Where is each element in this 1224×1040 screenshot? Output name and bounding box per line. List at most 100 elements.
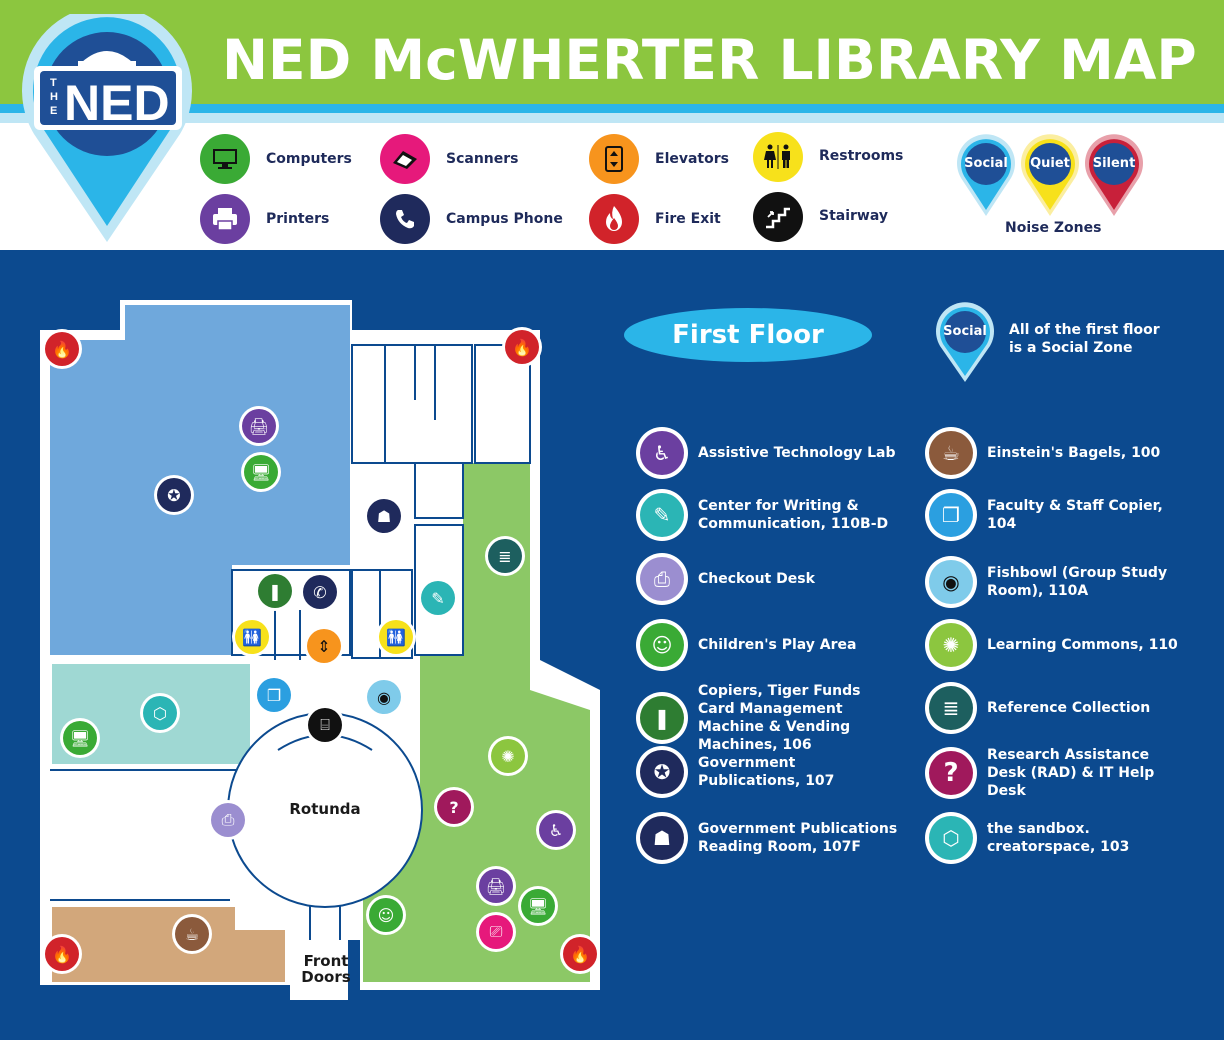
- printer-icon: 🖨: [479, 869, 513, 903]
- map-elevator: ⇕: [304, 626, 344, 666]
- fire-icon: 🔥: [45, 937, 79, 971]
- stairway-icon: [753, 192, 803, 242]
- header-light-stripe: [0, 113, 1224, 123]
- noise-pin-silent: [1085, 134, 1143, 216]
- reader-icon: ☗: [640, 816, 684, 860]
- map-vending: ❚: [255, 571, 295, 611]
- books-icon: ≣: [488, 539, 522, 573]
- noise-zones-title: Noise Zones: [1005, 220, 1102, 236]
- computer-icon: [200, 134, 250, 184]
- legend-fire-exit: Fire Exit: [589, 194, 721, 244]
- noise-zone-silent-label: Silent: [1092, 156, 1136, 171]
- svg-text:H: H: [50, 91, 58, 103]
- fire-icon: 🔥: [505, 330, 539, 364]
- key-learning-commons: ✺Learning Commons, 110: [925, 619, 1187, 671]
- legend-label: Computers: [266, 151, 352, 167]
- bottle-icon: ❚: [640, 696, 684, 740]
- question-icon: ?: [929, 751, 973, 795]
- key-einsteins-bagels: ☕Einstein's Bagels, 100: [925, 427, 1187, 479]
- svg-text:T: T: [50, 77, 57, 89]
- map-learning-commons: ✺: [488, 736, 528, 776]
- cube-icon: ⬡: [929, 816, 973, 860]
- map-fire-exit: 🔥: [560, 934, 600, 974]
- fire-icon: 🔥: [45, 332, 79, 366]
- coffee-icon: ☕: [175, 917, 209, 951]
- legend-scanners: Scanners: [380, 134, 519, 184]
- cube-icon: ⬡: [143, 696, 177, 730]
- svg-text:E: E: [50, 105, 57, 117]
- map-assistive-tech: ♿: [536, 810, 576, 850]
- key-vending: ❚Copiers, Tiger Funds Card Management Ma…: [636, 682, 898, 754]
- legend-restrooms: Restrooms: [753, 132, 903, 182]
- noise-zone-quiet-label: Quiet: [1030, 156, 1070, 171]
- restroom-icon: [753, 132, 803, 182]
- map-faculty-copier: ❐: [254, 675, 294, 715]
- printer-icon: 🖨: [242, 409, 276, 443]
- map-computer: 🖥: [241, 452, 281, 492]
- legend-printers: Printers: [200, 194, 329, 244]
- lightbulb-icon: ✺: [491, 739, 525, 773]
- social-zone-pin-label: Social: [943, 324, 987, 339]
- fire-icon: [589, 194, 639, 244]
- scanner-icon: ⎚: [479, 915, 513, 949]
- scanner-icon: [380, 134, 430, 184]
- map-fishbowl: ◉: [364, 677, 404, 717]
- fire-icon: 🔥: [563, 937, 597, 971]
- legend-elevators: Elevators: [589, 134, 729, 184]
- reader-icon: ☗: [367, 499, 401, 533]
- lightbulb-icon: ✺: [929, 623, 973, 667]
- map-computer: 🖥: [60, 718, 100, 758]
- writing-icon: ✎: [640, 493, 684, 537]
- map-campus-phone: ✆: [300, 572, 340, 612]
- wheelchair-icon: ♿: [640, 431, 684, 475]
- the-ned-logo: T H E NED: [22, 14, 192, 242]
- printer-icon: [200, 194, 250, 244]
- map-printer: 🖨: [239, 406, 279, 446]
- map-restroom: 🚻: [232, 617, 272, 657]
- map-gov-reading-room: ☗: [364, 496, 404, 536]
- legend-computers: Computers: [200, 134, 352, 184]
- map-reference-collection: ≣: [485, 536, 525, 576]
- checkout-desk-icon: ⎙: [211, 803, 245, 837]
- key-assistive-tech: ♿Assistive Technology Lab: [636, 427, 898, 479]
- legend-label: Restrooms: [819, 148, 904, 164]
- coffee-icon: ☕: [929, 431, 973, 475]
- key-research-desk: ?Research Assistance Desk (RAD) & IT Hel…: [925, 746, 1187, 800]
- elevator-icon: [589, 134, 639, 184]
- svg-text:NED: NED: [64, 75, 170, 131]
- key-fishbowl: ◉Fishbowl (Group Study Room), 110A: [925, 556, 1187, 608]
- social-zone-note: All of the first floor is a Social Zone: [1009, 322, 1160, 356]
- government-seal-icon: ✪: [157, 478, 191, 512]
- restroom-icon: 🚻: [379, 620, 413, 654]
- map-research-desk: ?: [434, 787, 474, 827]
- legend-stairway: Stairway: [753, 192, 888, 242]
- map-checkout-desk: ⎙: [208, 800, 248, 840]
- noise-pin-social: [957, 134, 1015, 216]
- map-scanner: ⎚: [476, 912, 516, 952]
- legend-campus-phone: Campus Phone: [380, 194, 563, 244]
- floor-title: First Floor: [624, 308, 872, 362]
- map-einsteins-bagels: ☕: [172, 914, 212, 954]
- copier-icon: ❐: [257, 678, 291, 712]
- social-zone-pin: [936, 302, 994, 382]
- elevator-icon: ⇕: [307, 629, 341, 663]
- front-doors-label[interactable]: Front Doors: [301, 952, 351, 986]
- noise-zone-social-label: Social: [964, 156, 1008, 171]
- child-icon: ☺: [369, 898, 403, 932]
- header-green-band: [0, 0, 1224, 104]
- restroom-icon: 🚻: [235, 620, 269, 654]
- legend-label: Printers: [266, 211, 330, 227]
- phone-icon: [380, 194, 430, 244]
- map-childrens-area: ☺: [366, 895, 406, 935]
- legend-label: Campus Phone: [446, 211, 563, 227]
- rotunda-label: Rotunda: [289, 800, 361, 818]
- legend-label: Fire Exit: [655, 211, 721, 227]
- fishbowl-icon: ◉: [929, 560, 973, 604]
- legend-label: Elevators: [655, 151, 729, 167]
- map-writing-center: ✎: [418, 578, 458, 618]
- map-restroom: 🚻: [376, 617, 416, 657]
- checkout-desk-icon: ⎙: [640, 557, 684, 601]
- map-printer: 🖨: [476, 866, 516, 906]
- page-title: NED McWHERTER LIBRARY MAP: [222, 28, 1197, 92]
- key-government-publications: ✪Government Publications, 107: [636, 746, 898, 798]
